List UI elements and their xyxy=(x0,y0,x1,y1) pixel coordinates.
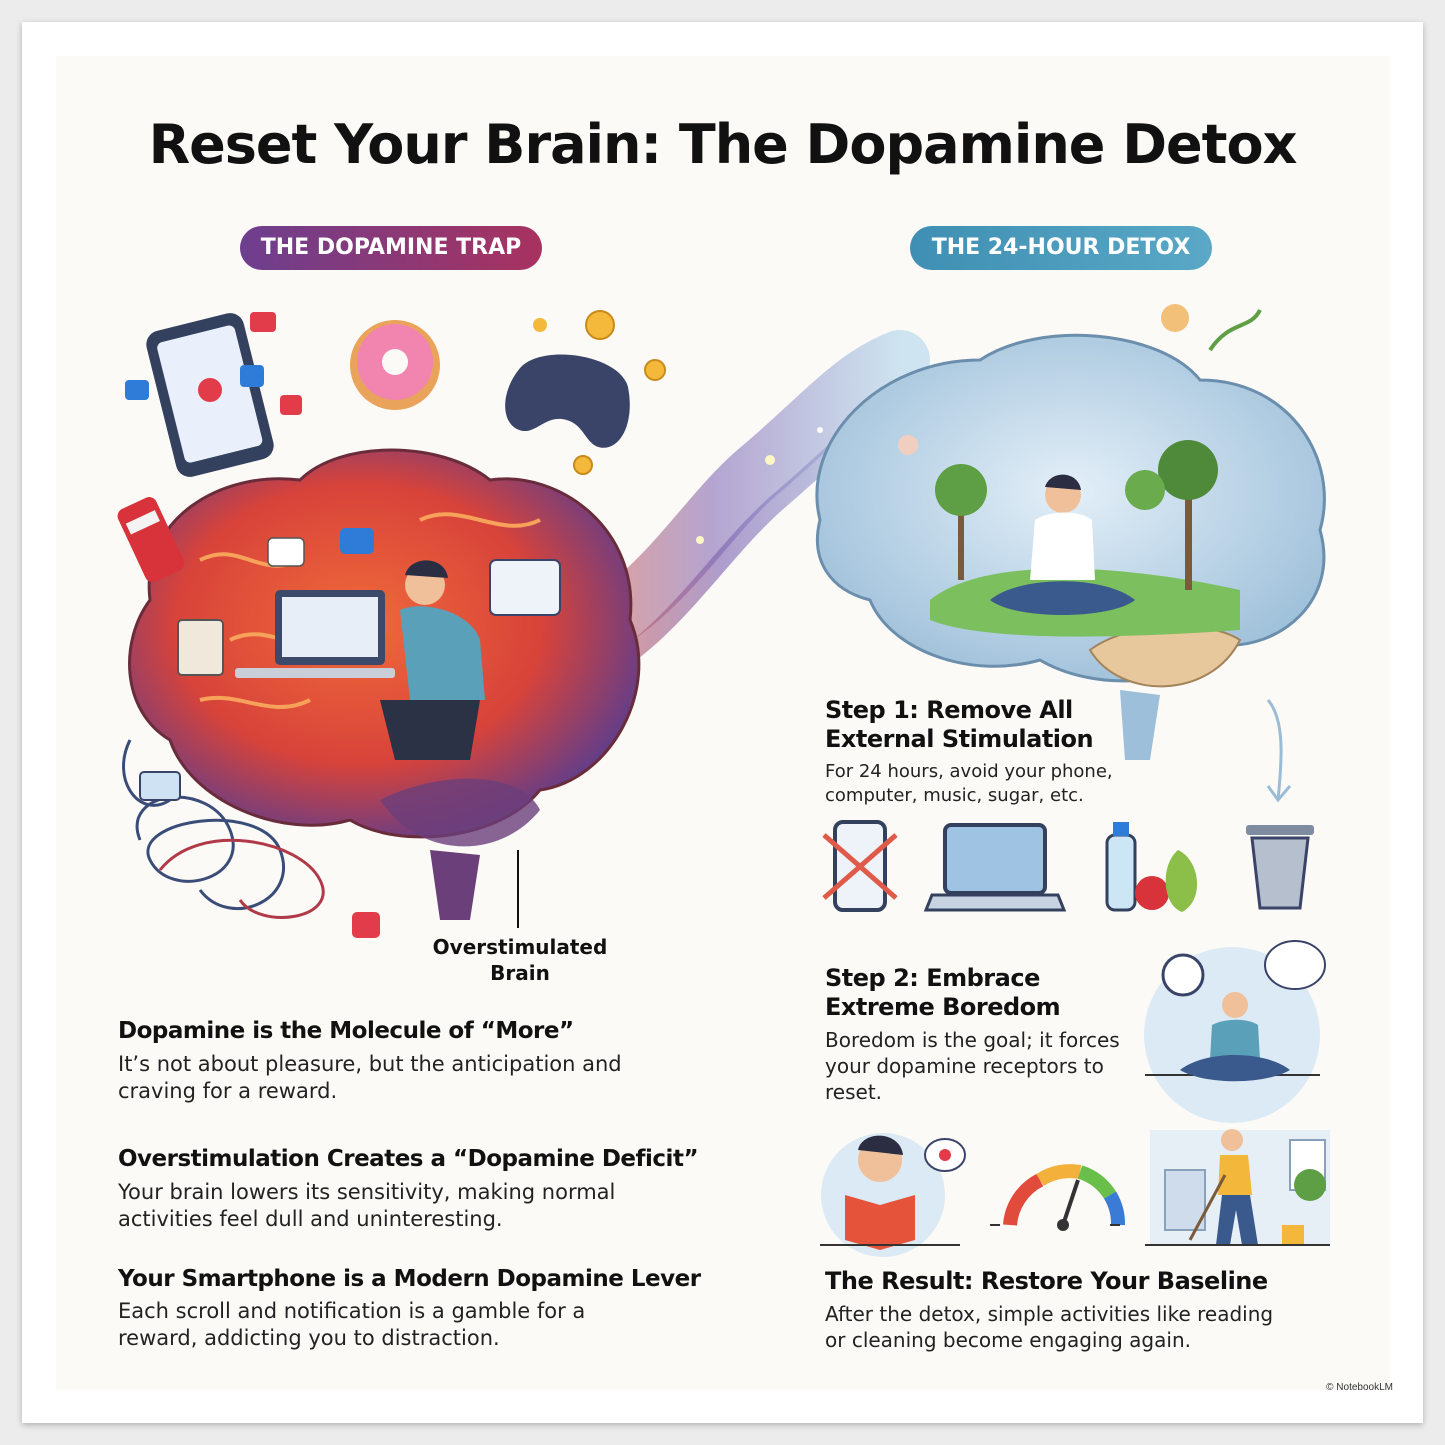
apple-icon xyxy=(1135,876,1169,910)
laptop-icon xyxy=(923,823,1067,912)
heart-icon xyxy=(280,395,302,415)
page-title: Reset Your Brain: The Dopamine Detox xyxy=(148,113,1298,176)
point-1-heading: Dopamine is the Molecule of “More” xyxy=(118,1018,574,1044)
laptop-icon xyxy=(235,590,395,678)
step-1-text: For 24 hours, avoid your phone, computer… xyxy=(825,760,1113,808)
point-3-line2: reward, addicting you to distraction. xyxy=(118,1326,500,1350)
overstimulated-brain-label: Overstimulated Brain xyxy=(420,934,620,986)
chat-bubble-icon xyxy=(340,528,374,554)
point-1-line1: It’s not about pleasure, but the anticip… xyxy=(118,1052,622,1076)
bored-meditation-scene xyxy=(1144,940,1326,1123)
point-2-heading: Overstimulation Creates a “Dopamine Defi… xyxy=(118,1146,699,1172)
step-1-heading-line1: Step 1: Remove All xyxy=(825,696,1073,724)
water-bottle-icon xyxy=(1105,822,1137,912)
point-3-heading: Your Smartphone is a Modern Dopamine Lev… xyxy=(118,1266,701,1292)
heart-icon xyxy=(352,912,380,938)
result-text: After the detox, simple activities like … xyxy=(825,1301,1273,1353)
step-2-line3: reset. xyxy=(825,1080,883,1104)
soda-can-icon xyxy=(117,497,185,583)
coin-icon xyxy=(533,318,547,332)
heart-icon xyxy=(198,378,222,402)
brain-label-line2: Brain xyxy=(490,961,550,985)
step-2-heading: Step 2: Embrace Extreme Boredom xyxy=(825,964,1145,1022)
brain-label-line1: Overstimulated xyxy=(432,935,608,959)
working-person-icon xyxy=(380,560,485,760)
like-icon xyxy=(125,380,149,400)
result-heading: The Result: Restore Your Baseline xyxy=(825,1267,1268,1295)
result-line1: After the detox, simple activities like … xyxy=(825,1302,1274,1326)
step-1-heading-line2: External Stimulation xyxy=(825,725,1094,753)
step-1-heading: Step 1: Remove All External Stimulation xyxy=(825,696,1145,754)
meditating-person-icon xyxy=(990,474,1135,615)
heart-icon xyxy=(250,312,276,332)
point-3-text: Each scroll and notification is a gamble… xyxy=(118,1298,678,1352)
cleaning-person-icon xyxy=(1145,1129,1330,1246)
smartphone-icon xyxy=(146,313,274,477)
donut-icon xyxy=(350,320,440,410)
point-1-text: It’s not about pleasure, but the anticip… xyxy=(118,1051,678,1105)
step-1-line1: For 24 hours, avoid your phone, xyxy=(825,761,1113,782)
tree-icon xyxy=(1125,440,1218,590)
point-3-line1: Each scroll and notification is a gamble… xyxy=(118,1299,586,1323)
step-1-line2: computer, music, sugar, etc. xyxy=(825,785,1084,806)
flower-icon xyxy=(898,304,1262,455)
tree-icon xyxy=(935,464,987,580)
pear-icon xyxy=(1165,850,1198,912)
badge-24-hour-detox: THE 24-HOUR DETOX xyxy=(910,226,1212,270)
coin-icon xyxy=(573,455,593,475)
step-2-line1: Boredom is the goal; it forces xyxy=(825,1028,1120,1052)
point-1-line2: craving for a reward. xyxy=(118,1079,338,1103)
overstimulated-brain xyxy=(128,448,641,920)
cable-icon xyxy=(122,739,325,919)
point-2-text: Your brain lowers its sensitivity, makin… xyxy=(118,1179,678,1233)
point-2-line2: activities feel dull and uninteresting. xyxy=(118,1207,503,1231)
coin-icon xyxy=(585,310,615,340)
trash-bin-icon xyxy=(1246,825,1314,910)
step-2-heading-line1: Step 2: Embrace xyxy=(825,964,1040,992)
heart-icon xyxy=(939,1149,951,1161)
badge-dopamine-trap: THE DOPAMINE TRAP xyxy=(240,226,542,270)
chat-bubble-icon xyxy=(267,537,305,567)
point-2-line1: Your brain lowers its sensitivity, makin… xyxy=(118,1180,616,1204)
clock-icon xyxy=(1161,953,1205,997)
step-2-line2: your dopamine receptors to xyxy=(825,1054,1104,1078)
reading-person-icon xyxy=(820,1133,966,1257)
credit-mark: © NotebookLM xyxy=(1326,1382,1393,1393)
like-icon xyxy=(240,365,264,387)
game-controller-icon xyxy=(505,354,630,448)
photo-icon xyxy=(177,619,224,676)
step-2-text: Boredom is the goal; it forces your dopa… xyxy=(825,1027,1120,1105)
coin-icon xyxy=(644,359,666,381)
book-thought-icon xyxy=(1264,940,1326,990)
gauge-icon xyxy=(990,1164,1140,1231)
step-2-heading-line2: Extreme Boredom xyxy=(825,993,1061,1021)
result-line2: or cleaning become engaging again. xyxy=(825,1328,1191,1352)
arrow-down-icon xyxy=(1266,699,1292,803)
crossed-phone-icon xyxy=(822,820,898,912)
game-screen-icon xyxy=(489,559,561,616)
tablet-icon xyxy=(139,771,181,801)
